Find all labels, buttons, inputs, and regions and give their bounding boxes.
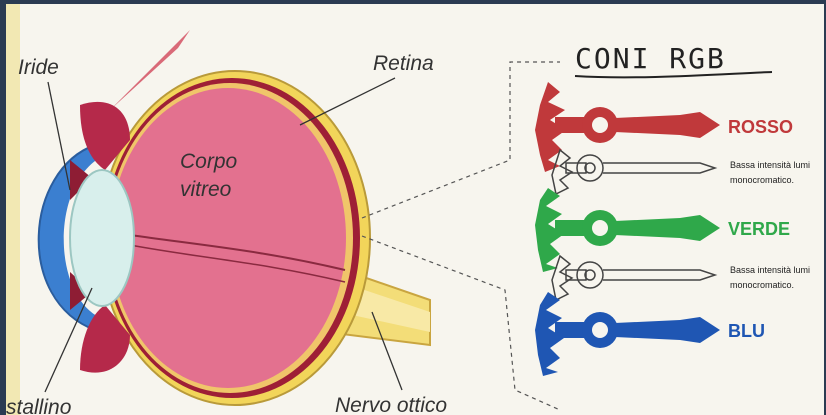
note2-line1: Bassa intensità lumi: [730, 265, 810, 275]
cones-title: CONI RGB: [575, 42, 726, 75]
lens: [70, 170, 134, 306]
label-nervo-ottico: Nervo ottico: [335, 394, 447, 415]
label-corpo: Corpo: [180, 150, 238, 173]
label-iride: Iride: [18, 56, 59, 79]
note2-line2: monocromatico.: [730, 280, 794, 290]
label-vitreo: vitreo: [180, 178, 232, 201]
label-verde: VERDE: [728, 219, 790, 239]
label-retina: Retina: [373, 52, 434, 75]
note1-line1: Bassa intensità lumi: [730, 160, 810, 170]
note1-line2: monocromatico.: [730, 175, 794, 185]
label-blu: BLU: [728, 321, 765, 341]
label-rosso: ROSSO: [728, 117, 793, 137]
cone-red-nucleus: [592, 117, 608, 133]
cone-blue-nucleus: [592, 322, 608, 338]
cone-green-nucleus: [592, 220, 608, 236]
label-cristallino: stallino: [6, 396, 72, 415]
